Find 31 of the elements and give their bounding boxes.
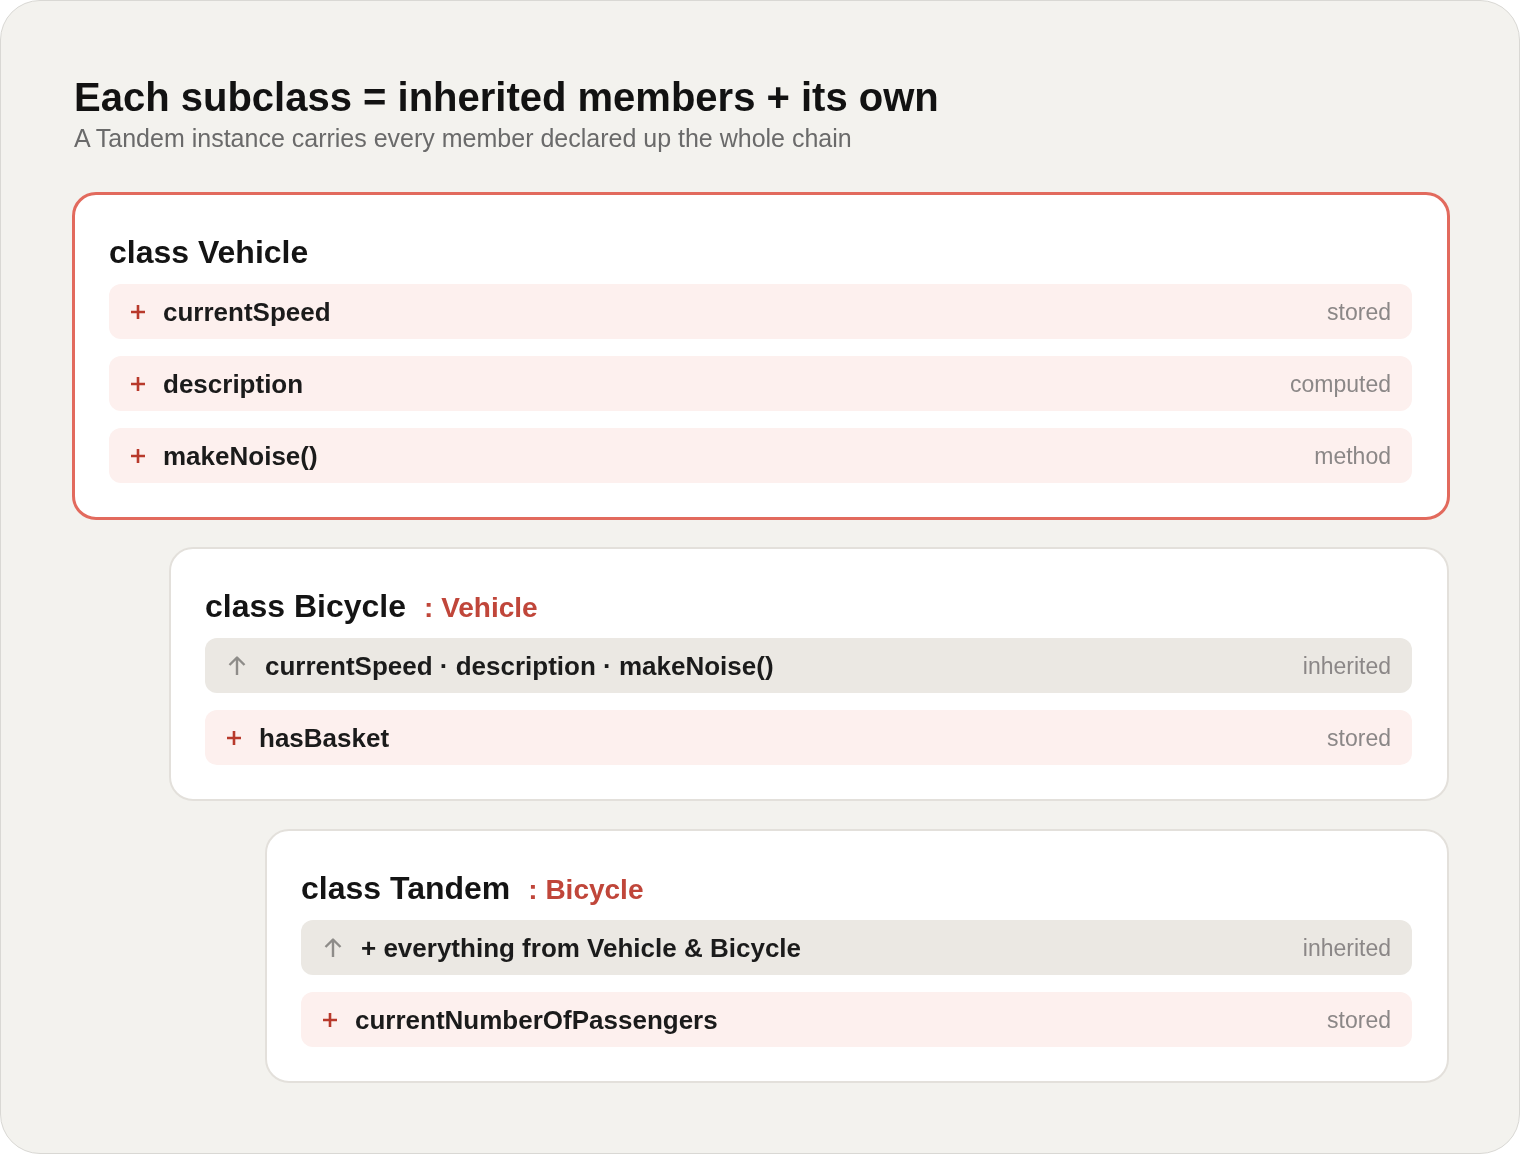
member-row [109,356,1412,411]
member-name: currentNumberOfPassengers [355,1003,718,1036]
member-name: currentSpeed [163,295,331,328]
superclass-name: : Bicycle [528,873,644,907]
member-row [109,428,1412,483]
superclass-name: : Vehicle [424,591,538,625]
class-name: class Tandem [301,869,511,908]
member-kind: inherited [1302,651,1391,681]
member-kind: inherited [1302,933,1391,963]
member-name: + everything from Vehicle & Bicycle [361,931,802,964]
class-card [72,192,1450,520]
class-card [265,829,1449,1083]
member-kind: stored [1327,1005,1391,1035]
member-row [205,710,1412,765]
member-name: hasBasket [259,721,390,754]
class-card [169,547,1449,801]
member-name: makeNoise() [163,439,318,472]
class-name: class Bicycle [205,587,407,626]
member-kind: method [1314,441,1391,471]
member-name: description [163,367,304,400]
inherited-member-row [301,920,1412,975]
member-row [301,992,1412,1047]
diagram-title: Each subclass = inherited members + its own [74,74,939,120]
member-row [109,284,1412,339]
member-kind: stored [1327,297,1391,327]
class-name: class Vehicle [109,233,309,272]
inherited-member-row [205,638,1412,693]
member-name: currentSpeed · description · makeNoise() [265,649,774,682]
member-kind: computed [1290,369,1391,399]
member-kind: stored [1327,723,1391,753]
subtitle: A Tandem instance carries every member declared up the whole chain [74,123,852,153]
